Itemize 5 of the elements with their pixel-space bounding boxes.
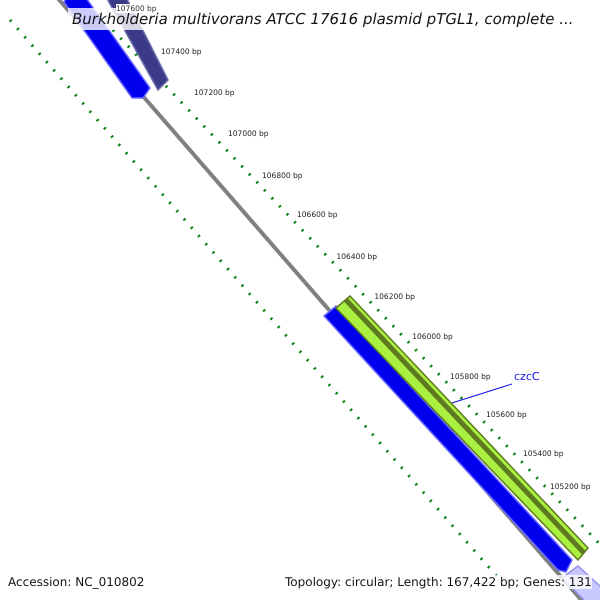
gene-label: czcC [514,370,540,383]
info-text: Accession: NC_010802 [8,575,144,589]
leader-line [452,384,512,404]
gene-arrow [334,294,589,562]
info-text: Topology: circular; Length: 167,422 bp; Genes: 131 [285,575,592,589]
